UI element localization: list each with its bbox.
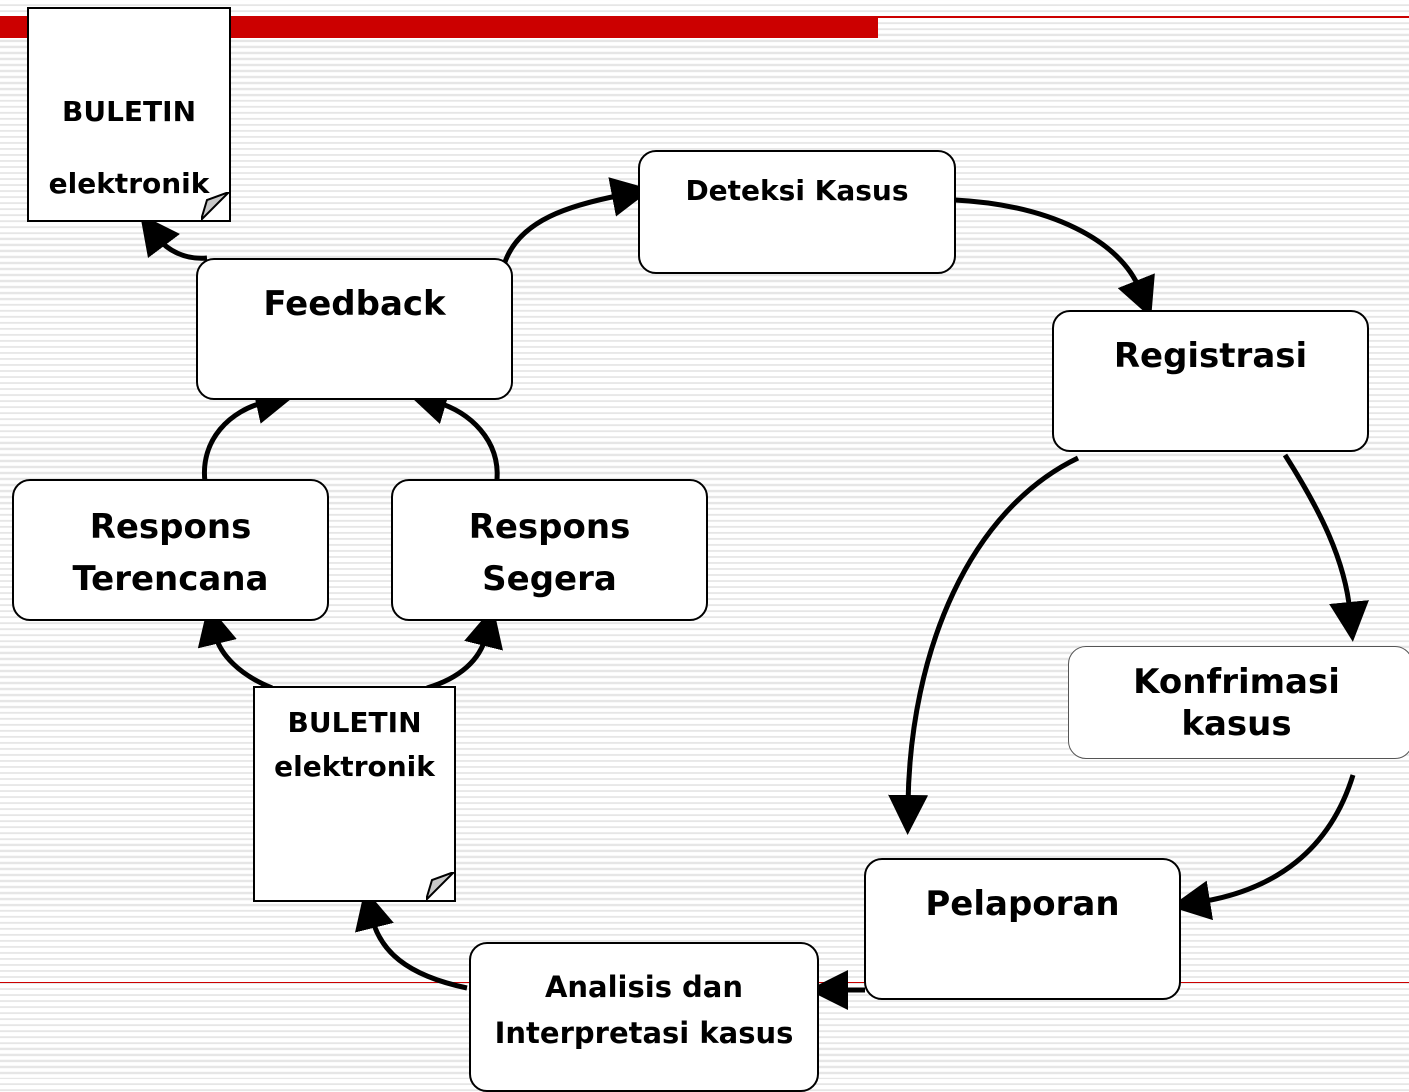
node-respons-segera-line2: Segera bbox=[482, 559, 617, 599]
node-analisis-line1: Analisis dan bbox=[544, 970, 744, 1004]
node-feedback-label: Feedback bbox=[263, 284, 446, 324]
arrow-deteksi-to-registrasi bbox=[954, 197, 1155, 318]
buletin-top-line2: elektronik bbox=[48, 167, 210, 200]
header-accent-line bbox=[878, 16, 1409, 18]
node-respons-segera: Respons Segera bbox=[391, 479, 708, 621]
arrow-registrasi-to-pelaporan bbox=[888, 455, 1080, 835]
arrow-buletin-to-respons-segera bbox=[426, 606, 503, 691]
node-deteksi-label: Deteksi Kasus bbox=[685, 174, 909, 207]
node-respons-segera-line1: Respons bbox=[468, 507, 631, 547]
node-respons-terencana-line2: Terencana bbox=[72, 559, 269, 599]
buletin-middle-line1: BULETIN bbox=[287, 706, 422, 739]
node-feedback: Feedback bbox=[196, 258, 513, 400]
buletin-middle-line2: elektronik bbox=[274, 750, 435, 783]
page-fold-icon bbox=[426, 872, 455, 901]
node-analisis-interpretasi: Analisis dan Interpretasi kasus bbox=[469, 942, 819, 1092]
arrow-konfirmasi-to-pelaporan bbox=[1170, 774, 1356, 921]
arrow-analisis-to-buletin bbox=[355, 888, 468, 991]
arrow-registrasi-to-konfirmasi bbox=[1282, 453, 1369, 642]
node-registrasi-label: Registrasi bbox=[1113, 336, 1308, 376]
buletin-document-middle: BULETIN elektronik bbox=[253, 686, 456, 902]
node-konfirmasi-line1: Konfrimasi bbox=[1133, 662, 1340, 702]
node-pelaporan-label: Pelaporan bbox=[925, 884, 1120, 924]
arrow-respons-terencana-to-feedback bbox=[201, 384, 296, 483]
node-deteksi-kasus: Deteksi Kasus bbox=[638, 150, 956, 274]
buletin-top-line1: BULETIN bbox=[62, 95, 196, 128]
arrow-feedback-to-deteksi bbox=[502, 177, 652, 263]
node-analisis-line2: Interpretasi kasus bbox=[494, 1016, 794, 1050]
node-pelaporan: Pelaporan bbox=[864, 858, 1181, 1000]
buletin-document-top: BULETIN elektronik bbox=[27, 7, 231, 222]
node-konfirmasi-kasus: Konfrimasi kasus bbox=[1068, 646, 1409, 759]
arrow-feedback-to-buletin-top bbox=[139, 214, 208, 261]
arrow-respons-segera-to-feedback bbox=[407, 385, 500, 481]
arrow-buletin-to-respons-terencana bbox=[197, 604, 273, 691]
node-konfirmasi-line2: kasus bbox=[1181, 704, 1292, 744]
page-fold-icon bbox=[201, 192, 230, 221]
node-respons-terencana: Respons Terencana bbox=[12, 479, 329, 621]
node-registrasi: Registrasi bbox=[1052, 310, 1369, 452]
node-respons-terencana-line1: Respons bbox=[89, 507, 252, 547]
